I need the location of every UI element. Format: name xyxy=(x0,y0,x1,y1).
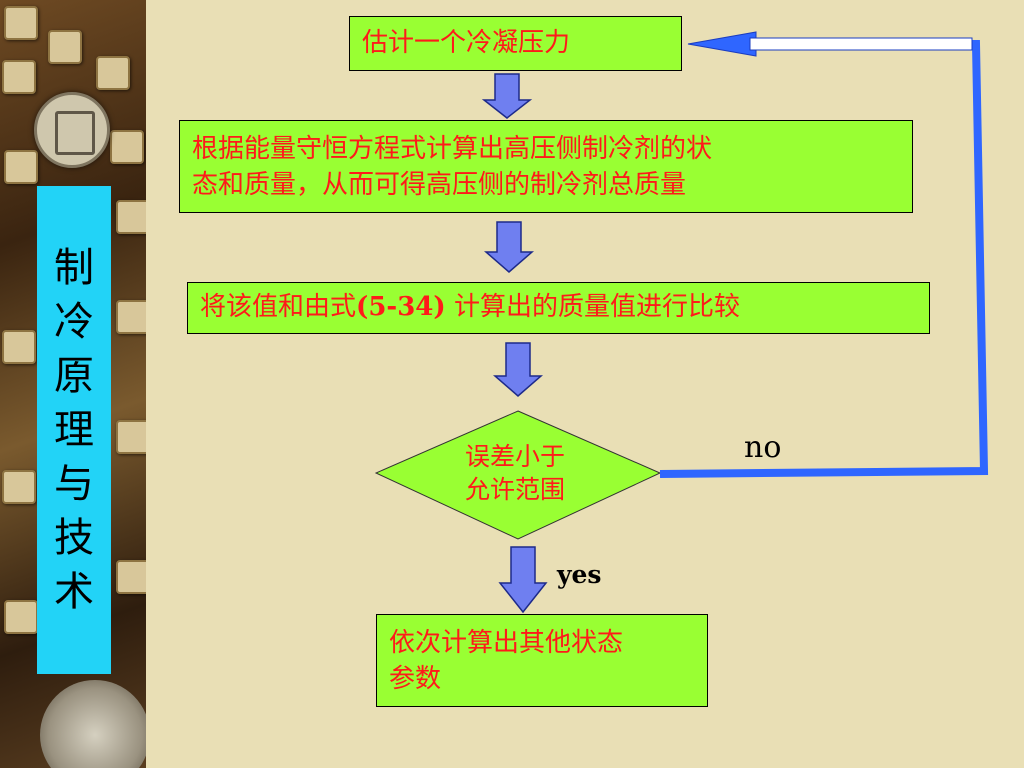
step-estimate-pressure: 估计一个冷凝压力 xyxy=(349,16,682,71)
title-char: 理 xyxy=(54,407,94,453)
decorative-tile xyxy=(116,200,146,234)
down-arrow-icon xyxy=(483,221,535,273)
title-char: 制 xyxy=(54,245,94,291)
step-other-parameters: 依次计算出其他状态 参数 xyxy=(376,614,708,707)
yes-label: yes xyxy=(557,560,602,589)
decorative-tile xyxy=(116,420,146,454)
seal-emblem xyxy=(34,92,110,168)
decorative-tile xyxy=(4,6,38,40)
decision-line: 允许范围 xyxy=(464,475,565,504)
decorative-tile xyxy=(116,300,146,334)
step-compare-mass: 将该值和由式(5-34) 计算出的质量值进行比较 xyxy=(187,282,930,334)
title-char: 技 xyxy=(54,515,94,561)
step-text: 计算出的质量值进行比较 xyxy=(445,292,740,322)
decorative-tile xyxy=(110,130,144,164)
decision-line: 误差小于 xyxy=(464,442,565,471)
vertical-title: 制 冷 原 理 与 技 术 xyxy=(37,186,111,674)
title-char: 冷 xyxy=(54,299,94,345)
decision-diamond xyxy=(374,410,662,540)
loop-arrow-shaft xyxy=(749,37,973,51)
step-text-line: 态和质量，从而可得高压侧的制冷剂总质量 xyxy=(192,170,687,200)
equation-ref: (5-34) xyxy=(356,292,446,322)
decorative-tile xyxy=(4,150,38,184)
step-energy-balance: 根据能量守恒方程式计算出高压侧制冷剂的状 态和质量，从而可得高压侧的制冷剂总质量 xyxy=(179,120,913,213)
decorative-tile xyxy=(96,56,130,90)
decorative-tile xyxy=(2,60,36,94)
step-text-line: 依次计算出其他状态 xyxy=(389,628,624,658)
decorative-tile xyxy=(2,330,36,364)
no-label: no xyxy=(744,430,782,465)
no-loop-line xyxy=(659,40,989,478)
decorative-tile xyxy=(116,560,146,594)
title-char: 术 xyxy=(54,569,94,615)
left-arrow-icon xyxy=(687,31,757,57)
compass-decoration xyxy=(40,680,146,768)
decorative-tile xyxy=(48,30,82,64)
title-char: 原 xyxy=(54,353,94,399)
step-text-line: 根据能量守恒方程式计算出高压侧制冷剂的状 xyxy=(192,134,713,164)
step-text-line: 参数 xyxy=(389,664,442,694)
down-arrow-icon xyxy=(498,546,548,614)
decorative-tile xyxy=(4,600,38,634)
step-text: 估计一个冷凝压力 xyxy=(362,28,571,58)
decorative-tile xyxy=(2,470,36,504)
down-arrow-icon xyxy=(481,73,533,119)
title-char: 与 xyxy=(54,461,94,507)
step-text: 将该值和由式 xyxy=(200,292,357,322)
down-arrow-icon xyxy=(492,342,544,397)
decision-text: 误差小于 允许范围 xyxy=(430,440,600,506)
